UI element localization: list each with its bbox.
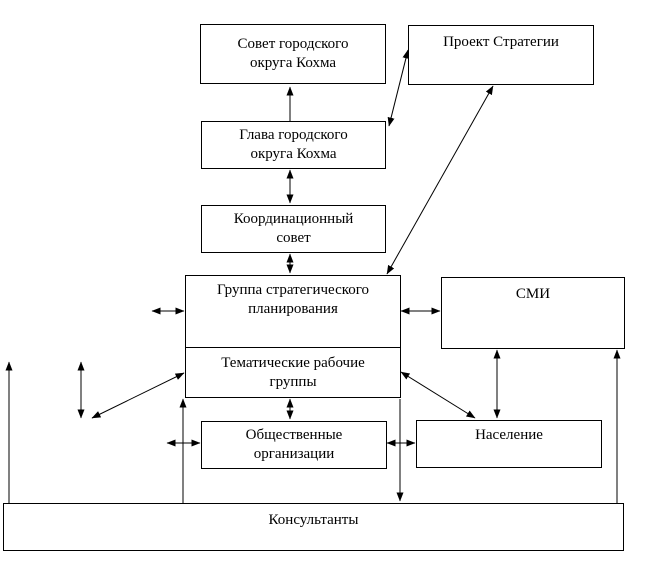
arrow-thematic-population bbox=[400, 371, 476, 419]
box-consultants: Консультанты bbox=[3, 503, 624, 551]
arrow-thematic-lower-left bbox=[91, 372, 185, 419]
box-strategy-draft: Проект Стратегии bbox=[408, 25, 594, 85]
box-coordination-council-label: Координационный совет bbox=[233, 211, 354, 246]
box-thematic-working-groups: Тематические рабочие группы bbox=[185, 347, 401, 398]
box-strategic-planning-group: Группа стратегического планирования bbox=[185, 275, 401, 348]
box-coordination-council: Координационный совет bbox=[201, 205, 386, 253]
box-thematic-working-groups-label: Тематические рабочие группы bbox=[221, 354, 365, 390]
box-population: Население bbox=[416, 420, 602, 468]
box-strategy-draft-label: Проект Стратегии bbox=[443, 34, 559, 50]
box-strategic-planning-group-label: Группа стратегического планирования bbox=[216, 282, 370, 317]
box-population-label: Население bbox=[475, 427, 543, 443]
box-city-council-label: Совет городского округа Кохма bbox=[237, 36, 349, 71]
box-media: СМИ bbox=[441, 277, 625, 349]
box-public-organizations-label: Общественные организации bbox=[245, 427, 343, 462]
box-public-organizations: Общественные организации bbox=[201, 421, 387, 469]
box-consultants-label: Консультанты bbox=[268, 512, 359, 528]
arrow-planning-group-strategy-draft bbox=[386, 85, 494, 275]
box-media-label: СМИ bbox=[515, 286, 551, 302]
box-city-head-label: Глава городского округа Кохма bbox=[239, 127, 348, 162]
arrow-head-strategy-draft bbox=[387, 49, 410, 127]
box-city-council: Совет городского округа Кохма bbox=[200, 24, 386, 84]
box-city-head: Глава городского округа Кохма bbox=[201, 121, 386, 169]
